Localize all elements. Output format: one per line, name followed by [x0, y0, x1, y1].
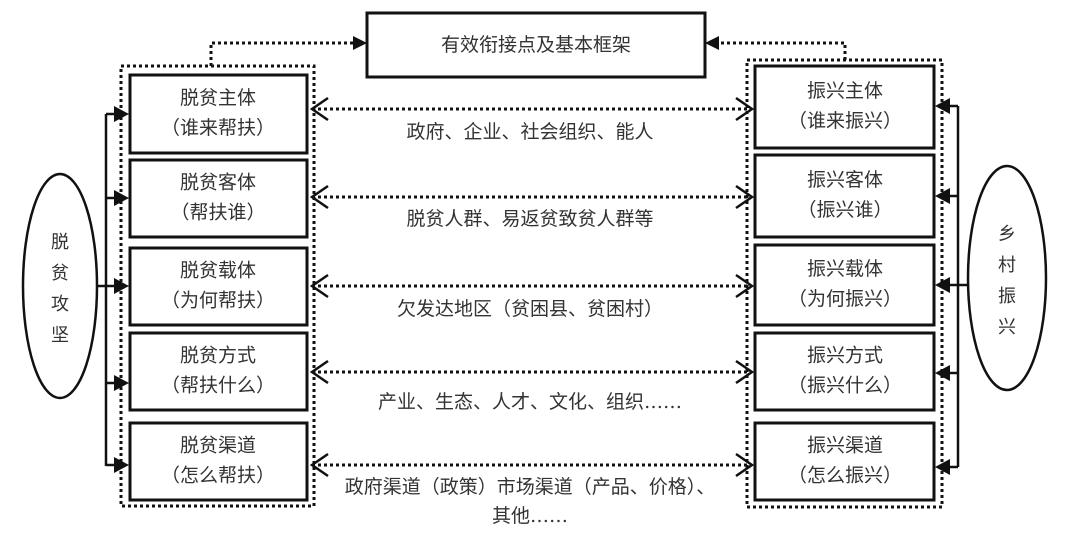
- right-box: [753, 243, 936, 327]
- left-ellipse-char: 脱: [51, 232, 69, 253]
- link-label: 政府、企业、社会组织、能人: [406, 121, 653, 143]
- left-box: [128, 246, 309, 327]
- right-box-subtitle: （振兴什么）: [788, 375, 902, 397]
- poverty-alleviation-ellipse: [21, 172, 99, 400]
- left-box: [128, 421, 309, 502]
- left-box-subtitle: （帮扶什么）: [161, 375, 275, 397]
- right-box-subtitle: （怎么振兴）: [788, 465, 902, 487]
- link-label: 脱贫人群、易返贫致贫人群等: [406, 208, 653, 230]
- left-box-subtitle: （怎么帮扶）: [161, 465, 275, 487]
- right-box-subtitle: （为何振兴）: [788, 288, 902, 310]
- arrow-head-left-icon: [935, 98, 950, 114]
- left-box-subtitle: （为何帮扶）: [161, 290, 275, 312]
- arrow-head-right-icon: [114, 457, 129, 473]
- arrow-head-left-icon: [935, 188, 950, 204]
- open-arrow-left-icon: [309, 184, 329, 210]
- right-box-subtitle: （振兴谁）: [797, 199, 892, 221]
- open-arrow-right-icon: [735, 452, 755, 478]
- left-box-title: 脱贫客体: [180, 172, 256, 194]
- link-label: 产业、生态、人才、文化、组织……: [378, 391, 682, 413]
- left-ellipse-char: 坚: [51, 325, 69, 346]
- link-label: 政府渠道（政策）市场渠道（产品、价格）、: [345, 476, 716, 498]
- right-ellipse-char: 村: [998, 255, 1016, 276]
- left-box-title: 脱贫渠道: [180, 435, 256, 457]
- left-box: [128, 158, 309, 239]
- open-arrow-right-icon: [735, 184, 755, 210]
- open-arrow-left-icon: [309, 96, 329, 122]
- arrow-head-right-icon: [114, 278, 129, 294]
- arrow-head-right-icon: [114, 106, 129, 122]
- right-ellipse-char: 兴: [998, 317, 1016, 338]
- rural-revitalization-ellipse: [966, 164, 1048, 392]
- link-label: 欠发达地区（贫困县、贫困村）: [397, 298, 663, 320]
- arrow-head-right-icon: [353, 36, 367, 50]
- left-ellipse-char: 贫: [51, 263, 69, 284]
- right-box: [753, 64, 936, 150]
- open-arrow-left-icon: [309, 273, 329, 299]
- right-box: [753, 331, 936, 412]
- left-box-title: 脱贫载体: [180, 260, 256, 282]
- top-framework-box: [365, 11, 707, 79]
- top-framework-label: 有效衔接点及基本框架: [441, 34, 631, 56]
- right-group-border: [745, 58, 944, 509]
- right-box-title: 振兴主体: [807, 80, 883, 102]
- right-box-title: 振兴渠道: [807, 435, 883, 457]
- arrow-head-left-icon: [935, 459, 950, 475]
- right-to-top-connector: [719, 41, 847, 60]
- right-box-title: 振兴方式: [807, 345, 883, 367]
- right-box-subtitle: （谁来振兴）: [788, 110, 902, 132]
- arrow-head-left-icon: [935, 277, 950, 293]
- right-ellipse-char: 振: [998, 286, 1016, 307]
- arrow-head-right-icon: [114, 190, 129, 206]
- left-to-top-connector: [209, 41, 355, 66]
- arrow-head-right-icon: [114, 375, 129, 391]
- left-box-title: 脱贫主体: [180, 87, 256, 109]
- right-ellipse-char: 乡: [998, 224, 1016, 245]
- right-box-title: 振兴载体: [807, 258, 883, 280]
- left-ellipse-char: 攻: [51, 294, 69, 315]
- left-box-subtitle: （谁来帮扶）: [161, 117, 275, 139]
- link-label-line2: 其他……: [492, 505, 568, 527]
- open-arrow-right-icon: [735, 273, 755, 299]
- left-box: [128, 73, 309, 155]
- open-arrow-left-icon: [309, 359, 329, 385]
- right-box-title: 振兴客体: [807, 169, 883, 191]
- left-box: [128, 331, 309, 412]
- arrow-head-left-icon: [705, 36, 719, 50]
- arrow-head-left-icon: [935, 365, 950, 381]
- open-arrow-right-icon: [735, 96, 755, 122]
- open-arrow-right-icon: [735, 359, 755, 385]
- right-box: [753, 421, 936, 502]
- open-arrow-left-icon: [309, 452, 329, 478]
- left-box-subtitle: （帮扶谁）: [170, 202, 265, 224]
- left-box-title: 脱贫方式: [180, 345, 256, 367]
- right-box: [753, 153, 936, 239]
